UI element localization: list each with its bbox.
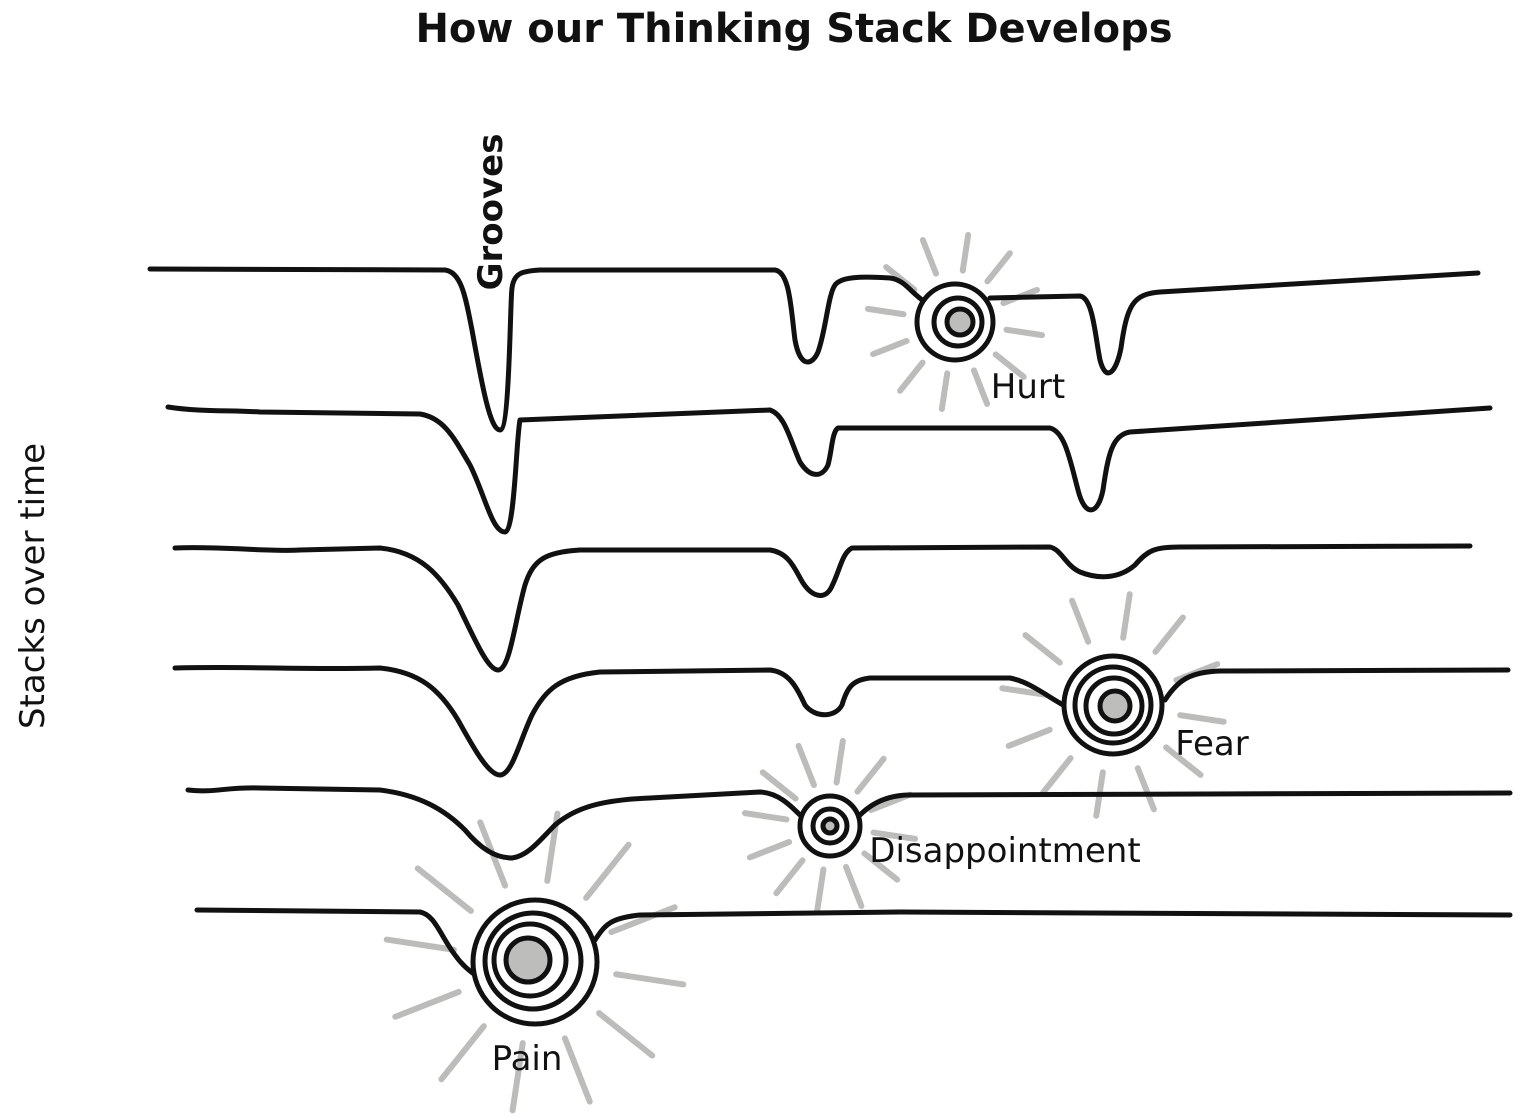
hurt-marker [914, 281, 996, 363]
fear-ray [1022, 632, 1063, 666]
pain-ray [561, 1035, 593, 1105]
pain-label: Pain [492, 1039, 563, 1079]
stack-line-4 [172, 664, 1511, 778]
pain-ray [392, 988, 462, 1020]
stack-line-1 [147, 266, 1481, 433]
hurt-ray [864, 305, 907, 318]
stack-line-5 [185, 785, 1513, 861]
grooves-label: Grooves [471, 134, 511, 291]
stack-line-6 [194, 907, 1513, 981]
disappointment-core [820, 816, 840, 836]
hurt-ray [984, 250, 1013, 285]
fear-ray [1120, 591, 1133, 641]
disappointment-label: Disappointment [869, 831, 1140, 871]
hurt-ray [870, 337, 910, 358]
fear-ray [1177, 712, 1227, 725]
hurt-ray [919, 237, 940, 277]
disappointment-ray [746, 839, 793, 861]
disappointment-ray [741, 810, 790, 823]
hurt-ray [959, 231, 972, 274]
pain-ray [583, 841, 632, 901]
fear-ray [1163, 744, 1204, 778]
disappointment-marker [797, 793, 863, 859]
fear-ray [1005, 726, 1053, 749]
fear-ray [1152, 614, 1186, 655]
fear-ray [999, 685, 1049, 698]
fear-ray [1134, 765, 1157, 813]
hurt-ray [1003, 326, 1046, 339]
hurt-core [944, 306, 976, 338]
disappointment-ray [854, 755, 887, 795]
pain-marker [470, 897, 600, 1027]
hurt-label: Hurt [991, 367, 1065, 407]
disappointment-ray [870, 829, 919, 842]
diagram-title: How our Thinking Stack Develops [415, 6, 1172, 52]
fear-core [1097, 688, 1133, 724]
disappointment-ray [833, 737, 846, 786]
fear-ray [1069, 597, 1092, 645]
rays-group [383, 231, 1227, 1114]
axis-label: Stacks over time [13, 443, 53, 729]
pain-ray [613, 971, 687, 988]
stack-line-3 [172, 543, 1473, 673]
disappointment-ray [759, 769, 799, 802]
disappointment-ray [773, 857, 806, 897]
fear-marker [1061, 653, 1165, 757]
hurt-ray [992, 351, 1027, 380]
pain-ray [438, 1023, 487, 1083]
pain-ray [596, 1010, 656, 1059]
hurt-ray [970, 367, 991, 407]
disappointment-ray [814, 866, 827, 915]
pain-core [503, 935, 553, 985]
stack-line-2 [165, 404, 1493, 535]
pain-ray [608, 904, 678, 936]
hurt-ray [897, 359, 926, 394]
disappointment-ray [795, 742, 817, 789]
fear-ray [1040, 755, 1074, 796]
fear-label: Fear [1175, 724, 1248, 764]
pain-ray [414, 865, 474, 914]
hurt-ray [938, 370, 951, 413]
pain-ray [383, 936, 457, 953]
pain-ray [509, 1040, 526, 1114]
disappointment-ray [843, 863, 865, 910]
disappointment-ray [861, 850, 901, 883]
